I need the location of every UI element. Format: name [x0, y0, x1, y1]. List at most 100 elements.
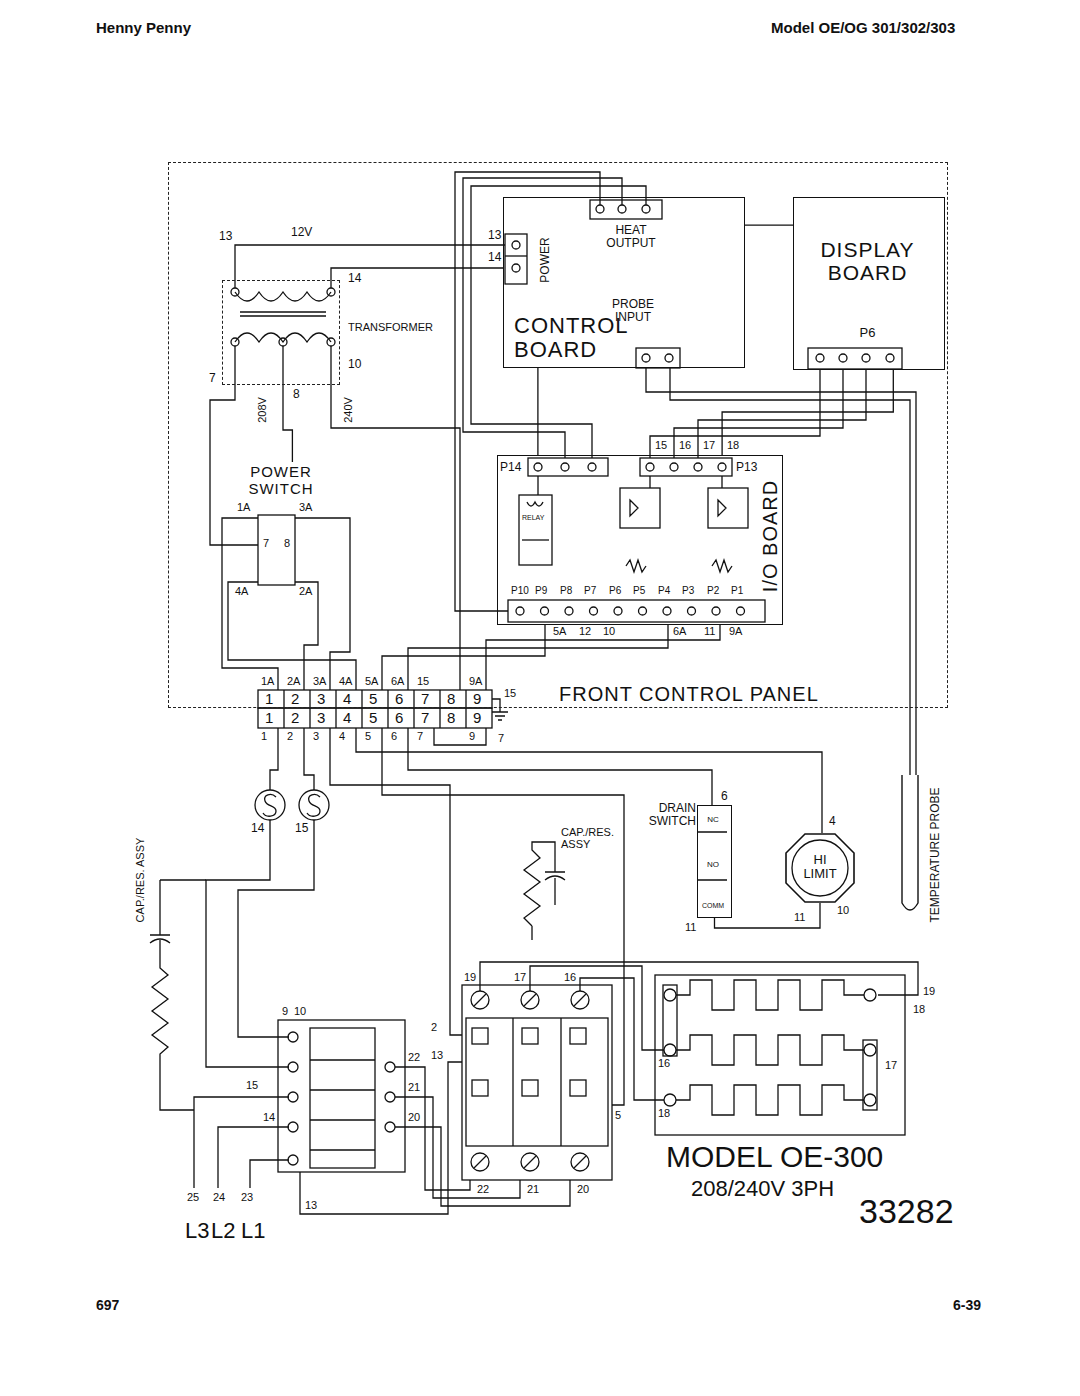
wire-label: L1: [240, 1220, 266, 1242]
wire-label: MODEL OE-300: [665, 1142, 884, 1172]
wire-label: 7: [420, 691, 430, 706]
wire-label: P3: [681, 586, 695, 596]
wire-label: 8: [446, 691, 456, 706]
wire-label: 13: [430, 1050, 444, 1061]
wire-label: 7: [208, 372, 217, 384]
wire-label: 17: [702, 440, 716, 451]
display-board: DISPLAY BOARD P6: [793, 197, 945, 370]
wire-label: 9: [472, 691, 482, 706]
wire-label: P9: [534, 586, 548, 596]
component-label: HI LIMIT: [800, 853, 840, 882]
component-label: POWER SWITCH: [232, 464, 330, 497]
wire-label: 15: [654, 440, 668, 451]
wire-label: 11: [703, 626, 716, 637]
wire-label: 12V: [290, 226, 313, 238]
wire-label: 7: [416, 731, 424, 742]
component-label: RELAY: [522, 514, 544, 522]
control-board: CONTROL BOARDHEAT OUTPUTPROBE INPUTPOWER: [503, 197, 745, 368]
wire-label: 2: [430, 1022, 438, 1033]
wire-label: 18: [726, 440, 740, 451]
wire-label: 5A: [552, 626, 567, 637]
wire-label: 21: [526, 1184, 540, 1195]
wire-label: 8: [283, 538, 291, 549]
drain-switch: DRAIN SWITCHNCNOCOMM: [697, 805, 732, 918]
wire-label: 15: [416, 676, 430, 687]
wire-label: 14: [250, 822, 265, 834]
component-label: PROBE INPUT: [602, 298, 664, 324]
wire-label: 11: [793, 912, 806, 923]
wire-label: 3: [316, 710, 326, 725]
wire-label: 23: [240, 1192, 254, 1203]
wire-label: 13: [304, 1200, 318, 1211]
wire-label: 208/240V 3PH: [690, 1178, 835, 1200]
wire-label: 10: [347, 358, 362, 370]
wire-label: 20: [407, 1112, 421, 1123]
wire-label: 18: [657, 1108, 671, 1119]
wire-label: 3A: [312, 676, 327, 687]
wire-label: 1: [260, 731, 268, 742]
wire-label: 14: [487, 251, 502, 263]
wire-label: 6: [720, 790, 729, 802]
wire-label: 15: [503, 688, 517, 699]
component-label: POWER: [539, 237, 552, 282]
page-header: Model OE/OG 301/302/303: [770, 20, 956, 35]
wire-label: 33282: [858, 1194, 955, 1228]
wire-label: 9A: [728, 626, 743, 637]
wire-label: 5: [614, 1110, 622, 1121]
wire-label: 7: [420, 710, 430, 725]
wire-label: 4A: [338, 676, 353, 687]
page-header: Henny Penny: [95, 20, 192, 35]
component-label: HEAT OUTPUT: [596, 224, 666, 250]
wire-connector: [715, 903, 821, 928]
wire-label: 6: [390, 731, 398, 742]
wire-label: 6A: [672, 626, 687, 637]
wire-label: 7: [262, 538, 270, 549]
component-label: TRANSFORMER: [348, 321, 433, 333]
wire-label: 15: [245, 1080, 259, 1091]
hi-limit-thermostat: HI LIMIT: [785, 833, 855, 903]
wire-label: 2A: [298, 586, 313, 597]
component-label: P14: [500, 461, 521, 474]
wire-label: 9: [281, 1006, 289, 1017]
wire-label: 14: [347, 272, 362, 284]
wire-label: 10: [836, 905, 850, 916]
component-label: NC: [698, 816, 728, 825]
wire-label: P4: [657, 586, 671, 596]
wire-label: 25: [186, 1192, 200, 1203]
wire-label: 10: [602, 626, 616, 637]
wire-label: 16: [678, 440, 692, 451]
wire-label: 13: [487, 229, 502, 241]
wire-label: P8: [559, 586, 573, 596]
wire-label: P5: [632, 586, 646, 596]
wire-label: 20: [576, 1184, 590, 1195]
wire-label: 11: [684, 922, 697, 933]
wire-connector: [722, 370, 893, 455]
component-label: P6: [794, 326, 941, 340]
wire-label: 24: [212, 1192, 226, 1203]
wire-label: 9: [472, 710, 482, 725]
component-label: P13: [736, 461, 757, 474]
wire-label: 1A: [260, 676, 275, 687]
wire-label: 6: [394, 691, 404, 706]
component-label: TEMPERATURE PROBE: [929, 787, 942, 922]
wire-label: 9: [468, 731, 476, 742]
power-switch: POWER SWITCH: [232, 462, 334, 590]
wire-label: 240V: [343, 396, 354, 424]
io-board: I/O BOARDP14P13RELAY: [497, 455, 783, 625]
wire-label: 8: [446, 710, 456, 725]
page-header: 697: [95, 1298, 120, 1312]
component-label: DISPLAY BOARD: [794, 238, 941, 284]
wire-label: 5: [364, 731, 372, 742]
wire-label: P1: [730, 586, 744, 596]
wire-label: 1: [264, 710, 274, 725]
wire-label: P10: [510, 586, 530, 596]
wire-label: CAP./RES. ASSY: [560, 826, 620, 850]
wire-label: 10: [293, 1006, 307, 1017]
wire-label: 5: [368, 710, 378, 725]
wire-label: P2: [706, 586, 720, 596]
wire-label: 2: [286, 731, 294, 742]
wire-label: 1: [264, 691, 274, 706]
wire-label: 12: [578, 626, 592, 637]
wire-label: 1A: [236, 502, 251, 513]
